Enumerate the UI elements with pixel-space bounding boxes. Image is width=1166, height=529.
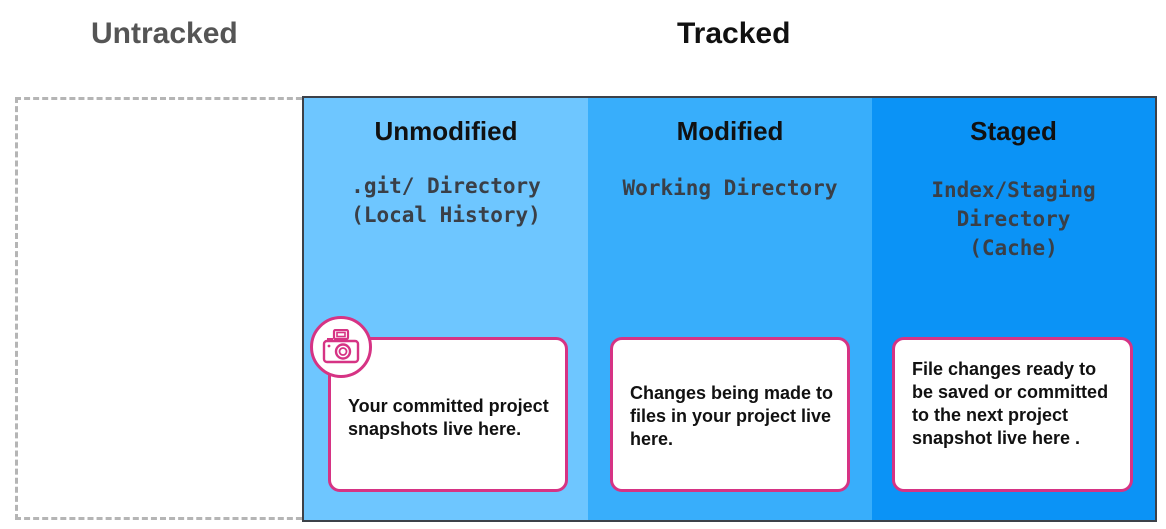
column-subtitle-staged: Index/Staging Directory (Cache): [931, 178, 1096, 260]
column-subtitle-modified: Working Directory: [622, 176, 838, 200]
untracked-heading: Untracked: [91, 17, 238, 50]
card-text-staged: File changes ready to be saved or commit…: [912, 359, 1109, 448]
card-text-modified: Changes being made to files in your proj…: [630, 383, 834, 449]
column-unmodified: Unmodified .git/ Directory (Local Histor…: [304, 98, 588, 520]
column-title-unmodified: Unmodified: [374, 116, 518, 146]
card-unmodified: Your committed project snapshots live he…: [328, 337, 568, 492]
card-modified: Changes being made to files in your proj…: [610, 337, 850, 492]
untracked-area: [15, 97, 311, 520]
card-text-unmodified: Your committed project snapshots live he…: [348, 396, 549, 439]
column-title-modified: Modified: [676, 116, 784, 146]
column-subtitle-unmodified: .git/ Directory (Local History): [351, 174, 541, 227]
column-modified: Modified Working Directory Changes being…: [588, 98, 872, 520]
camera-icon: [310, 316, 372, 378]
column-staged: Staged Index/Staging Directory (Cache) F…: [872, 98, 1155, 520]
tracked-heading: Tracked: [677, 17, 791, 50]
tracked-area: Unmodified .git/ Directory (Local Histor…: [302, 96, 1157, 522]
column-title-staged: Staged: [970, 116, 1057, 146]
card-staged: File changes ready to be saved or commit…: [892, 337, 1133, 492]
